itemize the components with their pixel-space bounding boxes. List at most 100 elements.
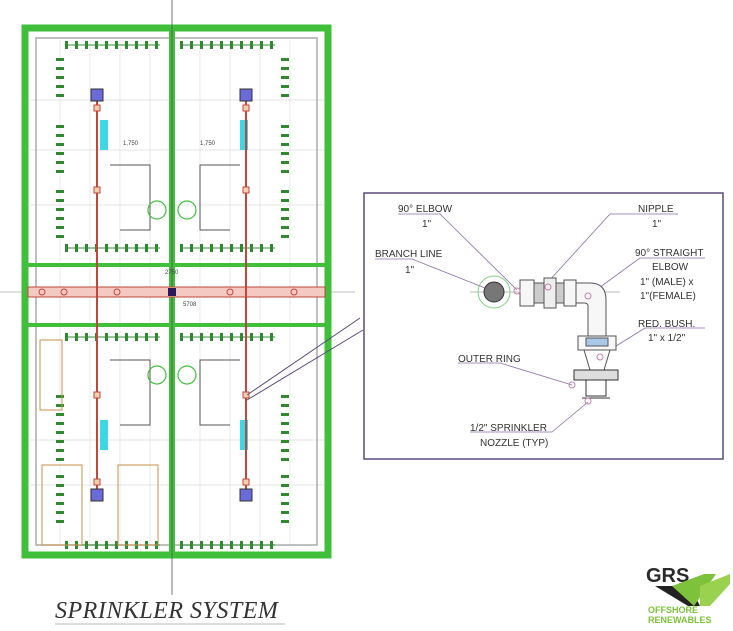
fixture-tick [200,41,203,49]
label-straight-elbow: 90° STRAIGHT [635,248,703,259]
fixture-tick [56,475,64,478]
fixture-tick [281,511,289,514]
storage-unit [117,464,159,546]
fixture-tick [281,235,289,238]
fixture-tick [56,520,64,523]
room-partition [199,359,240,426]
toilet-fixture [147,200,167,220]
dimension-label: 2750 [165,270,179,276]
fixture-tick [56,395,64,398]
fixture-tick [250,333,253,341]
fixture-tick [270,244,273,252]
fixture-tick [281,67,289,70]
fixture-tick [56,235,64,238]
outer-wall [21,24,332,559]
fixture-tick [281,449,289,452]
fixture-tick [250,541,253,549]
fixture-tick [105,244,108,252]
fixture-tick [281,170,289,173]
fixture-tick [65,333,68,341]
sprinkler-head [242,104,250,112]
sprinkler-head [242,391,250,399]
logo-grs: GRS [646,565,689,587]
fixture-tick [145,333,148,341]
fixture-tick [281,484,289,487]
label-elbow: 90° ELBOW [398,204,453,215]
fixture-tick [220,333,223,341]
fixture-tick [281,431,289,434]
fixture-tick [95,541,98,549]
riser-box [239,88,253,102]
fixture-tick [281,152,289,155]
branch-line-pipe [477,275,511,309]
fixture-tick [281,502,289,505]
fixture-tick [155,41,158,49]
fixture-tick [115,244,118,252]
fixture-tick [56,226,64,229]
fixture-tick [180,541,183,549]
fixture-tick [56,170,64,173]
fixture-tick [105,333,108,341]
fixture-tick [281,520,289,523]
fixture-tick [135,244,138,252]
fixture-tick [125,333,128,341]
fixture-tick [115,41,118,49]
fixture-tick [115,333,118,341]
sprinkler-head [226,288,234,296]
storage-unit [41,464,83,546]
fixture-tick [281,134,289,137]
toilet-fixture [147,365,167,385]
label-elbow-size: 1" [422,219,432,230]
light-fixture [100,420,108,450]
fixture-tick [56,161,64,164]
detail-leader-line [246,329,364,401]
fixture-tick [85,333,88,341]
fixture-tick [56,143,64,146]
fixture-tick [155,333,158,341]
fixture-tick [180,41,183,49]
fixture-tick [105,41,108,49]
fixture-tick [65,41,68,49]
fixture-tick [210,41,213,49]
fixture-tick [220,244,223,252]
fixture-tick [200,333,203,341]
fixture-tick [230,541,233,549]
light-fixture [240,420,248,450]
fixture-tick [270,41,273,49]
light-fixture [100,120,108,150]
fixture-tick [115,541,118,549]
label-red-bush: RED. BUSH. [638,319,695,330]
fixture-tick [56,440,64,443]
sprinkler-detail: 90° ELBOW 1" NIPPLE 1" BRANCH LINE 1" 90… [363,192,724,460]
fixture-tick [85,541,88,549]
fixture-tick [56,511,64,514]
fixture-tick [281,217,289,220]
fitting-drawing [470,275,620,405]
fixture-tick [56,502,64,505]
fixture-tick [260,333,263,341]
sprinkler-head [93,478,101,486]
fixture-tick [155,244,158,252]
fixture-tick [240,333,243,341]
storage-unit [39,339,63,411]
fixture-tick [56,404,64,407]
fixture-tick [95,41,98,49]
sprinkler-head [242,186,250,194]
fixture-tick [230,333,233,341]
fixture-tick [145,244,148,252]
fixture-tick [281,94,289,97]
fixture-tick [270,333,273,341]
riser-box [239,488,253,502]
dimension-label: 1,750 [123,141,139,147]
fixture-tick [56,493,64,496]
sprinkler-head [60,288,68,296]
fixture-tick [250,41,253,49]
fixture-tick [56,134,64,137]
fixture-tick [281,143,289,146]
fixtures [39,41,289,549]
fixture-tick [56,152,64,155]
page-title: SPRINKLER SYSTEM [55,598,280,624]
fixture-tick [56,217,64,220]
fixture-tick [75,41,78,49]
